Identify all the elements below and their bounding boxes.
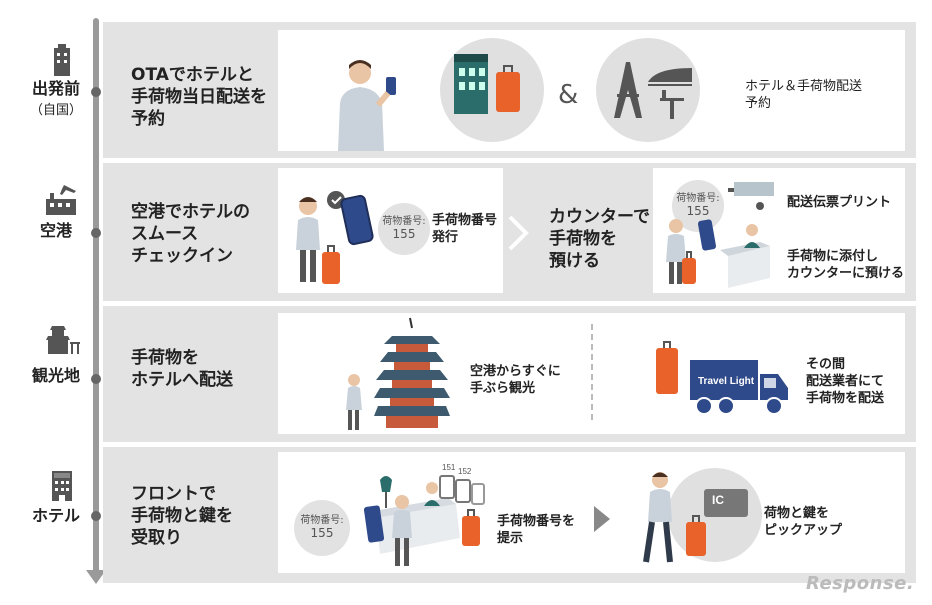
tag-label: 荷物番号: <box>300 515 344 526</box>
tag-number: 155 <box>310 526 334 540</box>
walking-guest-illustration <box>643 472 673 563</box>
pagoda-sightseeing-illustration <box>346 317 450 430</box>
delivery-truck-icon: Travel Light <box>690 360 788 415</box>
building-icon <box>54 44 70 76</box>
castle-icon <box>46 326 80 354</box>
stage-sublabel: （自国） <box>29 103 82 118</box>
timeline-arrow <box>86 570 106 584</box>
row-title: OTAでホテルと 手荷物当日配送を 予約 <box>131 65 267 129</box>
stage-label: ホテル <box>31 506 80 525</box>
play-arrow-icon <box>594 506 610 532</box>
suitcase-icon <box>462 509 480 546</box>
timeline-dot <box>91 511 101 521</box>
divider <box>591 324 593 420</box>
hotel-building-icon <box>454 54 488 114</box>
ampersand: & <box>558 80 579 110</box>
stage-label: 観光地 <box>31 366 80 385</box>
print-slip-caption: 配送伝票プリント <box>787 195 892 210</box>
suitcase-icon <box>656 341 678 394</box>
baggage-number-tag: 荷物番号: 155 <box>378 203 430 255</box>
hotel-luggage-reservation-caption: ホテル＆手荷物配送 予約 <box>745 79 863 111</box>
suitcase-icon <box>322 245 340 284</box>
eiffel-train-icon <box>614 62 692 119</box>
baggage-number-issued-caption: 手荷物番号 発行 <box>432 213 498 245</box>
suitcase-icon <box>682 251 696 284</box>
timeline-dot <box>91 228 101 238</box>
baggage-number-tag: 荷物番号: 155 <box>294 500 350 556</box>
timeline-dot <box>91 374 101 384</box>
truck-label: Travel Light <box>698 376 755 387</box>
person-checkin-illustration <box>296 191 345 282</box>
tag-number: 155 <box>392 227 416 241</box>
sightseeing-caption: 空港からすぐに 手ぶら観光 <box>470 364 561 396</box>
pickup-caption: 荷物と鍵を ピックアップ <box>764 506 843 538</box>
front-desk-illustration: 151 152 <box>363 463 485 566</box>
suitcase-icon <box>686 515 706 556</box>
person-with-phone-illustration <box>338 60 396 151</box>
tag-label: 荷物番号: <box>382 216 426 227</box>
row-title: 手荷物を ホテルへ配送 <box>131 348 233 390</box>
present-number-caption: 手荷物番号を 提示 <box>497 514 576 546</box>
chevron-right-icon <box>508 215 529 251</box>
tag-label: 荷物番号: <box>676 193 720 204</box>
bag-number: 151 <box>442 463 456 472</box>
delivery-caption: その間 配送業者にて 手荷物を配送 <box>806 357 885 406</box>
row-title: 空港でホテルの スムース チェックイン <box>131 202 250 266</box>
timeline-line <box>93 18 99 578</box>
attach-and-check-caption: 手荷物に添付し カウンターに預ける <box>787 249 905 281</box>
row-title: フロントで 手荷物と鍵を 受取り <box>131 484 233 548</box>
hotel-icon <box>52 471 72 501</box>
ic-key-card-icon: IC <box>704 489 748 517</box>
response-logo: Response. <box>806 573 915 594</box>
airport-icon <box>46 185 76 215</box>
timeline-dot <box>91 87 101 97</box>
stage-label: 出発前 <box>31 79 80 98</box>
travel-circle <box>596 38 700 142</box>
stage-label: 空港 <box>39 221 72 240</box>
row-title: カウンターで 手荷物を 預ける <box>549 207 650 271</box>
suitcase-icon <box>496 65 520 112</box>
tag-number: 155 <box>686 204 710 218</box>
bag-number: 152 <box>458 467 472 476</box>
counter-illustration <box>666 182 774 288</box>
